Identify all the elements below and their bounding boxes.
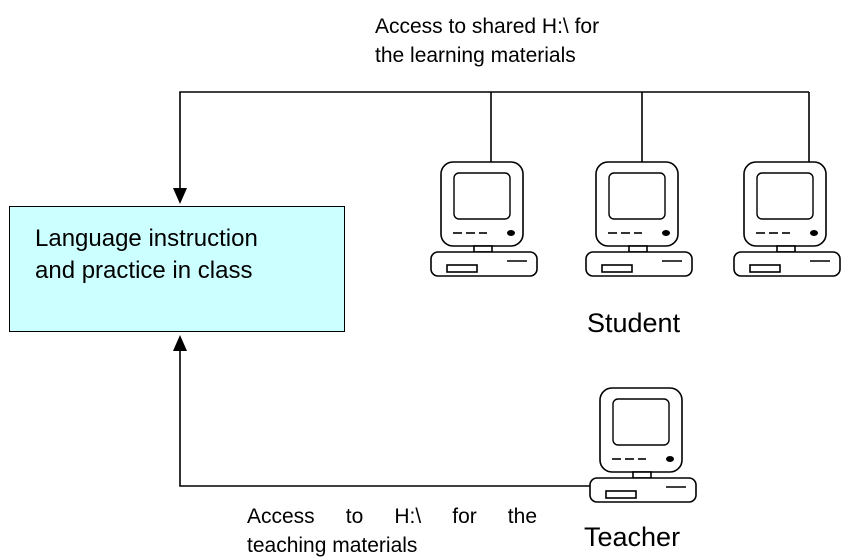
- class-box-line1: Language instruction: [35, 225, 258, 252]
- top-connector: [173, 91, 810, 204]
- student-computer-1: [430, 161, 538, 277]
- arrow-up-icon: [173, 335, 187, 351]
- arrow-down-icon: [173, 188, 187, 204]
- teacher-computer: [589, 387, 697, 503]
- bottom-access-note: Access to H:\ for the teaching materials: [247, 502, 537, 560]
- top-access-note-line1: Access to shared H:\ for: [375, 15, 600, 38]
- class-box: Language instruction and practice in cla…: [9, 206, 345, 332]
- student-label: Student: [587, 308, 681, 338]
- class-box-text: Language instruction and practice in cla…: [35, 223, 258, 287]
- top-access-note-line2: the learning materials: [375, 44, 576, 67]
- class-box-line2: and practice in class: [35, 257, 253, 284]
- top-access-note: Access to shared H:\ for the learning ma…: [375, 12, 599, 70]
- student-computer-3: [733, 161, 841, 277]
- teacher-label: Teacher: [584, 522, 681, 552]
- bottom-connector: [173, 335, 590, 487]
- bottom-access-note-line1: Access to H:\ for the: [247, 505, 537, 528]
- student-computer-2: [585, 161, 693, 277]
- bottom-access-note-line2: teaching materials: [247, 534, 418, 557]
